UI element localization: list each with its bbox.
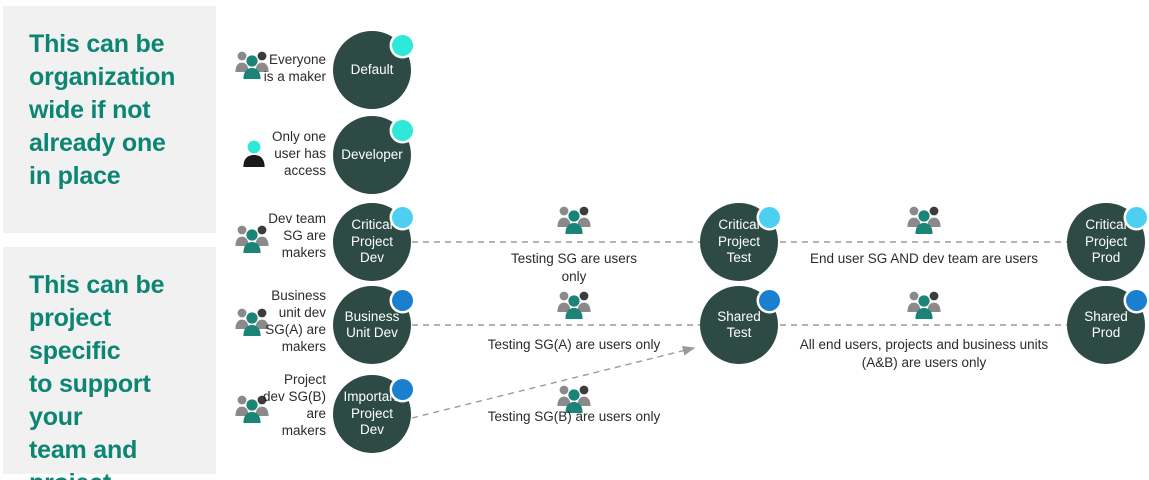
node-important-project-dev[interactable]: Important Project Dev — [333, 375, 413, 453]
people-group-icon — [906, 203, 942, 235]
badge-turquoise-developer — [392, 120, 413, 141]
node-developer-label: Developer — [341, 146, 403, 162]
callout-project-specific: This can be project specific to support … — [3, 247, 216, 480]
people-group-icon — [556, 382, 592, 414]
node-critical-project-test[interactable]: Critical Project Test — [700, 203, 780, 281]
label-important-dev-to-shared-test: Testing SG(B) are users only — [487, 409, 661, 424]
people-group-icon — [906, 288, 942, 320]
node-shared-prod-label: Shared Prod — [1084, 308, 1128, 340]
node-critical-project-prod-label: Critical Project Prod — [1084, 217, 1128, 266]
people-group-icon — [556, 203, 592, 235]
badge-blue-shared-test — [759, 290, 780, 311]
badge-cyan-critical-prod — [1126, 207, 1147, 228]
label-business-dev-to-shared-test: Testing SG(A) are users only — [487, 337, 661, 352]
single-person-icon — [240, 138, 268, 168]
badge-blue-important-dev — [392, 379, 413, 400]
node-important-project-dev-label: Important Project Dev — [343, 389, 401, 438]
badge-blue-business-dev — [392, 290, 413, 311]
callout-project-specific-text: This can be project specific to support … — [29, 271, 165, 480]
caption-business-unit: Business unit dev SG(A) are makers — [265, 288, 326, 354]
callout-org-wide: This can be organization wide if not alr… — [3, 6, 216, 233]
badge-turquoise-default — [392, 35, 413, 56]
people-group-icon — [234, 305, 270, 337]
caption-important-project: Project dev SG(B) are makers — [262, 372, 326, 438]
people-group-icon — [234, 48, 270, 80]
node-shared-test-label: Shared Test — [717, 308, 761, 340]
node-default[interactable]: Default — [333, 31, 413, 109]
node-business-unit-dev-label: Business Unit Dev — [344, 308, 400, 340]
node-critical-project-dev[interactable]: Critical Project Dev — [333, 203, 413, 281]
node-business-unit-dev[interactable]: Business Unit Dev — [333, 286, 413, 364]
badge-cyan-critical-dev — [392, 207, 413, 228]
people-group-icon — [234, 222, 270, 254]
label-critical-test-to-prod: End user SG AND dev team are users — [809, 251, 1039, 266]
node-critical-project-dev-label: Critical Project Dev — [350, 217, 394, 266]
badge-cyan-critical-test — [759, 207, 780, 228]
node-shared-test[interactable]: Shared Test — [700, 286, 780, 364]
badge-blue-shared-prod — [1126, 290, 1147, 311]
caption-default: Everyone is a maker — [263, 52, 326, 84]
caption-developer: Only one user has access — [271, 129, 326, 178]
node-critical-project-prod[interactable]: Critical Project Prod — [1067, 203, 1147, 281]
node-shared-prod[interactable]: Shared Prod — [1067, 286, 1147, 364]
people-group-icon — [234, 392, 270, 424]
node-default-label: Default — [350, 61, 394, 77]
people-group-icon — [556, 288, 592, 320]
label-critical-dev-to-test: Testing SG are users only — [510, 251, 638, 284]
callout-org-wide-text: This can be organization wide if not alr… — [29, 30, 176, 190]
label-shared-test-to-prod: All end users, projects and business uni… — [799, 337, 1049, 370]
caption-critical-project: Dev team SG are makers — [268, 211, 326, 260]
node-developer[interactable]: Developer — [333, 116, 413, 194]
node-critical-project-test-label: Critical Project Test — [717, 217, 761, 266]
